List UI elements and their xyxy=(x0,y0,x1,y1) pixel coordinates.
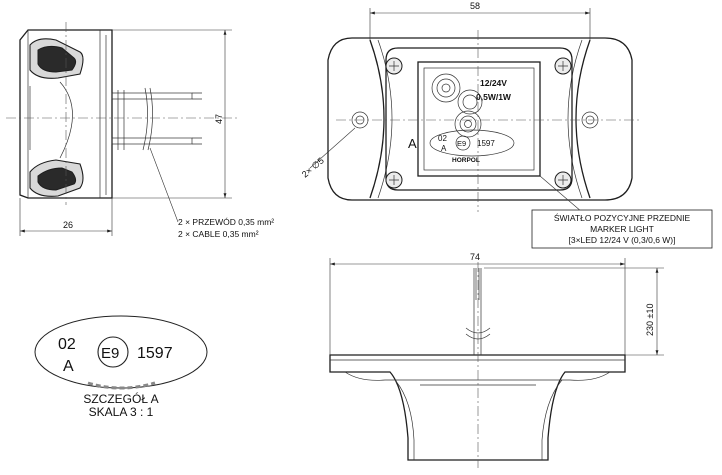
detail-scale: SKALA 3 : 1 xyxy=(89,405,154,419)
lamp-label-pl: ŚWIATŁO POZYCYJNE PRZEDNIE xyxy=(554,212,691,223)
screw-top-right xyxy=(554,57,572,75)
detail-approval-number: 1597 xyxy=(137,345,173,362)
dim-cable-length: 230 ±10 xyxy=(645,304,655,336)
front-view: 12/24V 0,5W/1W 02 A E9 1597 HORPOL A xyxy=(300,1,640,212)
detail-a: 02 A E9 1597 SZCZEGÓŁ A SKALA 3 : 1 xyxy=(34,315,208,419)
lens-class-code: 02 xyxy=(438,134,447,143)
screw-top-left xyxy=(385,57,403,75)
screw-bottom-left xyxy=(385,171,403,189)
top-view: 74 230 ±10 xyxy=(329,252,664,468)
dim-depth: 26 xyxy=(63,220,73,230)
screw-bottom-right xyxy=(554,171,572,189)
cable-note-en: 2 × CABLE 0,35 mm² xyxy=(178,229,259,239)
dim-hole: 2× ∅5 xyxy=(300,155,326,179)
detail-e-mark: E9 xyxy=(101,345,119,362)
lens-power: 0,5W/1W xyxy=(476,92,512,102)
lens-approval-number: 1597 xyxy=(477,139,495,148)
lamp-label: ŚWIATŁO POZYCYJNE PRZEDNIE MARKER LIGHT … xyxy=(531,175,713,249)
dim-width-74: 74 xyxy=(470,252,480,262)
side-view: 47 26 2 × PRZEWÓD 0,35 mm² 2 × CABLE 0,3… xyxy=(6,22,274,239)
lens-brand: HORPOL xyxy=(452,157,480,164)
cable-note-pl: 2 × PRZEWÓD 0,35 mm² xyxy=(178,217,274,227)
lens-class-letter: A xyxy=(441,144,447,153)
lens-voltage: 12/24V xyxy=(480,78,507,88)
lens-e-mark: E9 xyxy=(457,139,466,148)
detail-class-code: 02 xyxy=(58,336,76,353)
detail-title: SZCZEGÓŁ A xyxy=(83,391,158,406)
lamp-label-spec: [3×LED 12/24 V (0,3/0,6 W)] xyxy=(568,235,675,245)
dim-height: 47 xyxy=(214,114,224,124)
detail-marker-a: A xyxy=(408,136,417,151)
dim-width-58: 58 xyxy=(470,1,480,11)
detail-class-letter: A xyxy=(63,358,74,375)
lamp-label-en: MARKER LIGHT xyxy=(590,224,654,234)
